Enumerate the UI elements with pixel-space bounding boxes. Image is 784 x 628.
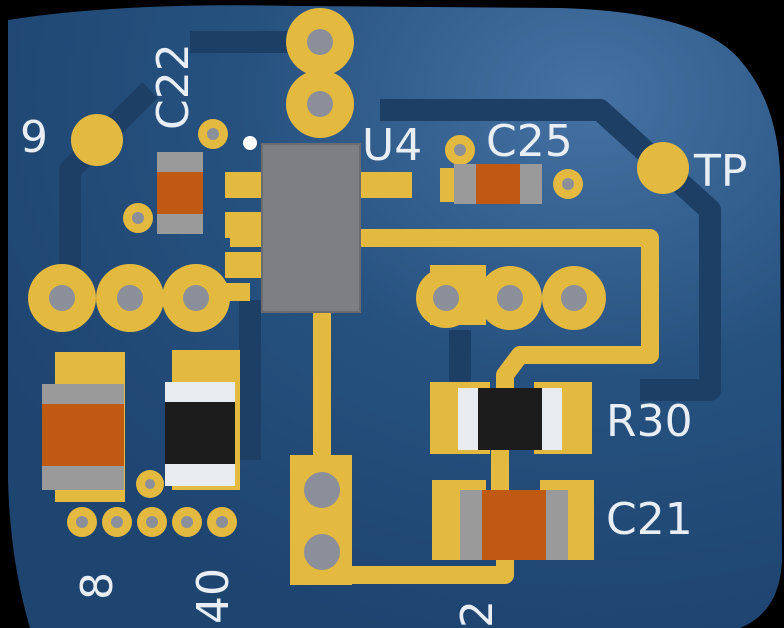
- c25-capacitor: [454, 164, 542, 204]
- label-c22: C22: [148, 43, 199, 130]
- label-pin9: 9: [20, 112, 48, 163]
- label-r30: R30: [606, 396, 693, 447]
- through-hole-pads: [28, 8, 689, 570]
- r30-resistor: [458, 388, 562, 450]
- c22-capacitor: [157, 152, 203, 234]
- label-pin40: 40: [188, 568, 239, 624]
- label-c25: C25: [486, 116, 573, 167]
- label-u4: U4: [362, 120, 422, 171]
- silkscreen-labels: C22 U4 C25 TP 9 R30 C21 8 40 2: [20, 43, 747, 628]
- label-pin8: 8: [72, 572, 123, 600]
- label-c21: C21: [606, 494, 693, 545]
- left-capacitor: [42, 384, 124, 490]
- label-tp: TP: [693, 146, 747, 197]
- ground-traces: [59, 31, 721, 460]
- c21-capacitor: [460, 490, 568, 560]
- u4-chip: [261, 143, 361, 313]
- label-pin2: 2: [452, 600, 503, 628]
- left-resistor: [165, 382, 235, 486]
